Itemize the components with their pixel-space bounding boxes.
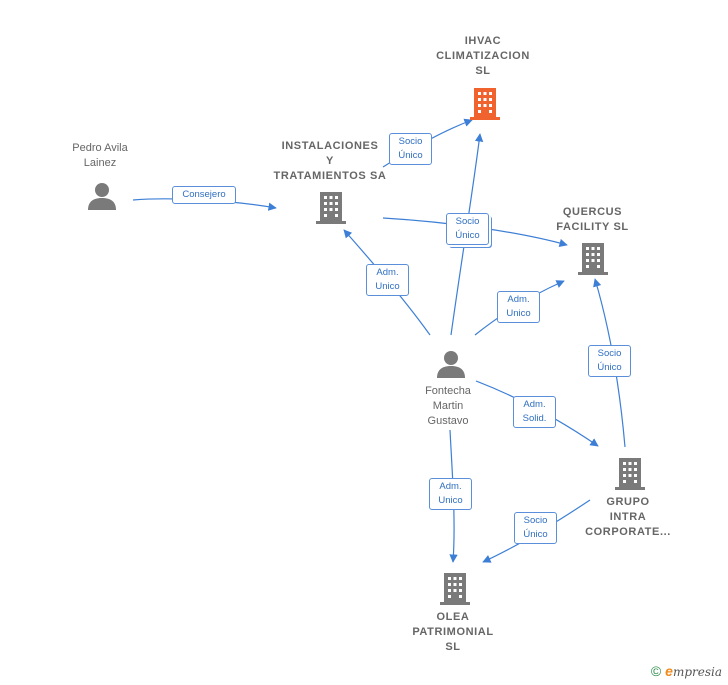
building-icon (440, 573, 470, 605)
node-ihvac-label: IHVAC CLIMATIZACION SL (436, 35, 530, 77)
brand-logo-text: mpresia (672, 665, 722, 679)
edge-label-adm-unico-instalaciones[interactable]: Adm. Unico (366, 264, 409, 296)
node-pedro-label: Pedro Avila Lainez (72, 142, 128, 169)
node-fontecha[interactable]: Fontecha Martin Gustavo (398, 384, 498, 429)
node-pedro[interactable]: Pedro Avila Lainez (50, 141, 150, 171)
node-instalaciones[interactable]: INSTALACIONES Y TRATAMIENTOS SA (265, 139, 395, 184)
brand-logo-e: e (665, 663, 673, 679)
building-icon (615, 458, 645, 490)
edge-label-adm-unico-quercus[interactable]: Adm. Unico (497, 291, 540, 323)
node-quercus-label: QUERCUS FACILITY SL (556, 206, 629, 233)
edge-label-socio-unico-quercus[interactable]: Socio Único (446, 213, 489, 245)
edge-label-adm-solid-grupo[interactable]: Adm. Solid. (513, 396, 556, 428)
building-icon (578, 243, 608, 275)
node-olea-label: OLEA PATRIMONIAL SL (412, 611, 494, 653)
node-grupo-label: GRUPO INTRA CORPORATE... (585, 496, 671, 538)
edge-label-socio-unico-grupo-olea[interactable]: Socio Único (514, 512, 557, 544)
brand-footer: ©empresia (651, 663, 722, 679)
person-icon (437, 351, 465, 378)
person-icon (88, 183, 116, 210)
node-ihvac[interactable]: IHVAC CLIMATIZACION SL (418, 34, 548, 79)
node-olea[interactable]: OLEA PATRIMONIAL SL (398, 610, 508, 655)
building-icon (316, 192, 346, 224)
node-grupo[interactable]: GRUPO INTRA CORPORATE... (568, 495, 688, 540)
edge-label-socio-unico-ihvac[interactable]: Socio Único (389, 133, 432, 165)
node-instalaciones-label: INSTALACIONES Y TRATAMIENTOS SA (273, 140, 387, 182)
node-fontecha-label: Fontecha Martin Gustavo (425, 385, 471, 427)
edge-label-consejero[interactable]: Consejero (172, 186, 236, 204)
building-icon-highlight (470, 88, 500, 120)
edge-label-socio-unico-grupo-quercus[interactable]: Socio Único (588, 345, 631, 377)
edge-label-adm-unico-olea[interactable]: Adm. Unico (429, 478, 472, 510)
copyright-icon: © (650, 663, 662, 679)
node-quercus[interactable]: QUERCUS FACILITY SL (530, 205, 655, 235)
